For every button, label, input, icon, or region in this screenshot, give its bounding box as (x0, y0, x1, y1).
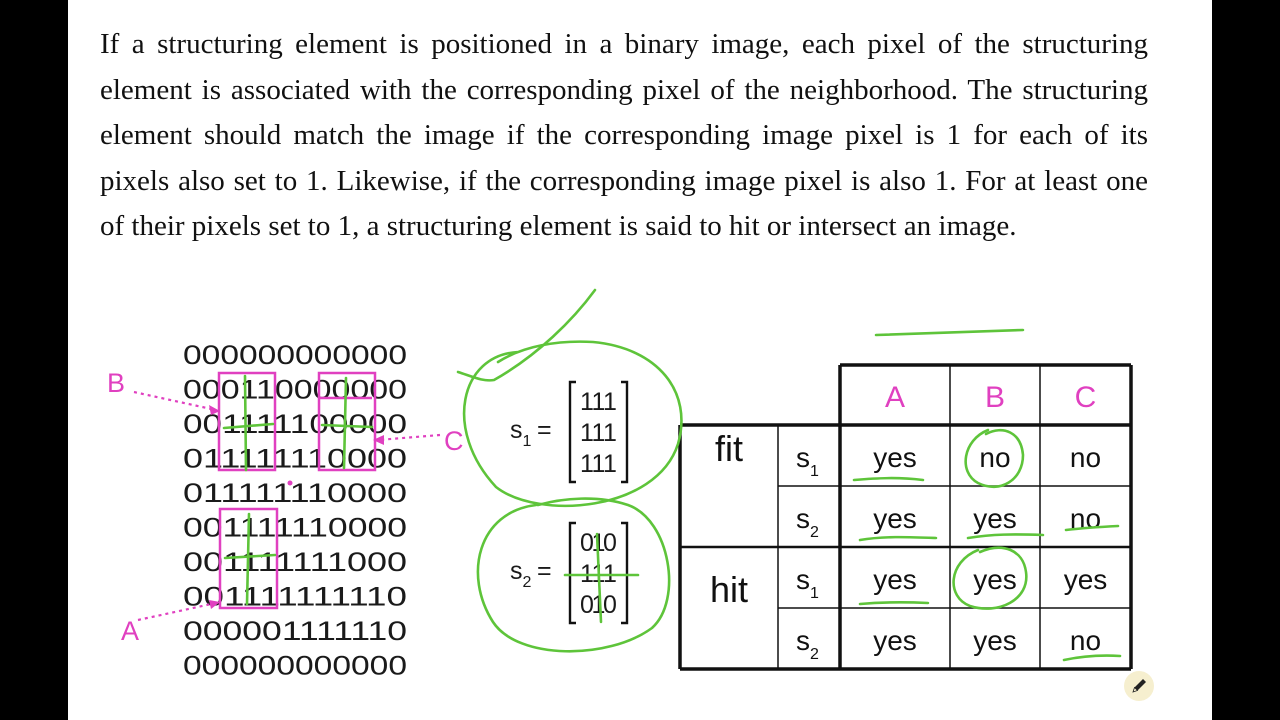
element-name: s1 (510, 416, 532, 450)
table-cell: no (979, 442, 1010, 473)
table-cell: no (1070, 442, 1101, 473)
bracket-left (568, 380, 576, 484)
row-element-subscript: 1 (810, 463, 819, 480)
bracket-right (621, 521, 629, 625)
ink-circle-s2 (476, 497, 671, 653)
row-element-name: s1 (796, 564, 819, 602)
arrow-head-B (209, 405, 220, 415)
matrix-cell: 1 (603, 419, 617, 447)
matrix-cell: 0 (580, 529, 594, 557)
table-cell: yes (873, 625, 917, 656)
label-C: C (444, 426, 464, 456)
box-C (317, 371, 377, 472)
box-A (218, 507, 279, 610)
ink-underline-r2-C (1064, 524, 1120, 532)
center-dot (287, 480, 293, 486)
row-element-subscript: 2 (810, 524, 819, 541)
bracket-left (568, 521, 576, 625)
table-cell: yes (873, 503, 917, 534)
slide: If a structuring element is positioned i… (68, 0, 1212, 720)
pen-glyph-icon (1132, 679, 1146, 693)
table-cell: yes (873, 564, 917, 595)
grid-row: 011111110000 (183, 478, 407, 508)
ink-underline-r4-C (1062, 654, 1122, 662)
group-label-hit: hit (710, 569, 748, 610)
element-subscript: 2 (523, 574, 532, 591)
equals-sign: = (537, 416, 552, 444)
ink-underline-r2-B (966, 533, 1045, 540)
ink-circle-s1 (462, 340, 683, 508)
equals-sign: = (537, 557, 552, 585)
ink-top-line (874, 328, 1025, 337)
ink-underline-r1-A (852, 476, 925, 482)
matrix-cell: 1 (603, 450, 617, 478)
grid-row: 000001111110 (183, 616, 407, 646)
matrix-cell: 0 (580, 591, 594, 619)
matrix-cell: 1 (580, 388, 594, 416)
ink-circle-r1-B (964, 428, 1025, 489)
arrow-head-A (209, 600, 220, 609)
grid-row: 001111111110 (183, 582, 407, 612)
label-A: A (121, 616, 139, 646)
matrix-cell: 0 (603, 591, 617, 619)
green-annotations (222, 288, 1122, 662)
matrix-cell: 0 (603, 529, 617, 557)
bracket-right (621, 380, 629, 484)
row-element-subscript: 2 (810, 646, 819, 663)
grid-row: 011111110000 (183, 444, 407, 474)
matrix-cell: 1 (592, 591, 606, 619)
table-cell: no (1070, 625, 1101, 656)
binary-image-grid: 000000000000 000110000000 001111100000 0111… (183, 340, 407, 681)
group-label-fit: fit (715, 428, 743, 469)
grid-row: 000000000000 (183, 340, 407, 370)
ink-grid-cross-A (223, 512, 277, 606)
matrix-cell: 1 (603, 388, 617, 416)
table-cell: yes (1064, 564, 1108, 595)
row-element-subscript: 1 (810, 585, 819, 602)
matrix-center-cell: 1 (592, 419, 606, 447)
column-header-B: B (985, 381, 1005, 414)
arrow-C (377, 433, 441, 442)
ink-underline-r3-A (858, 601, 930, 606)
ink-flick (456, 288, 597, 382)
table-cell: yes (873, 442, 917, 473)
matrix-cell: 1 (592, 450, 606, 478)
paragraph: If a structuring element is positioned i… (100, 28, 1148, 243)
magenta-arrows (133, 390, 441, 622)
matrix-cell: 1 (580, 450, 594, 478)
element-name: s2 (510, 557, 532, 591)
matrix-cell: 1 (592, 388, 606, 416)
row-element-name: s2 (796, 503, 819, 541)
ink-grid-cross-B (222, 374, 275, 472)
ink-s2-strike (563, 532, 640, 624)
ink-underline-r2-A (858, 535, 938, 542)
grid-row: 001111100000 (183, 409, 407, 439)
row-element-name: s2 (796, 625, 819, 663)
label-B: B (107, 368, 125, 398)
grid-row: 000110000000 (183, 375, 407, 405)
column-header-A: A (885, 381, 905, 414)
ink-grid-cross-C (320, 376, 374, 470)
grid-row: 001111111000 (183, 547, 407, 577)
table-cell: yes (973, 625, 1017, 656)
row-element-name: s1 (796, 442, 819, 480)
ink-circle-r3-B (952, 546, 1028, 610)
table-cell: yes (973, 564, 1017, 595)
grid-row: 001111110000 (183, 513, 407, 543)
grid-row: 000000000000 (183, 651, 407, 681)
arrow-head-C (373, 435, 384, 445)
matrix-cell: 1 (580, 419, 594, 447)
table-cell: yes (973, 503, 1017, 534)
structuring-element-1: s1=111111111 (510, 380, 629, 484)
arrow-heads (209, 405, 384, 609)
figure: 0000000000000001100000000011111000000111… (107, 288, 1133, 681)
column-header-C: C (1075, 381, 1097, 414)
magenta-boxes (217, 371, 377, 610)
pen-tool-icon[interactable] (1124, 671, 1154, 701)
element-subscript: 1 (523, 433, 532, 450)
